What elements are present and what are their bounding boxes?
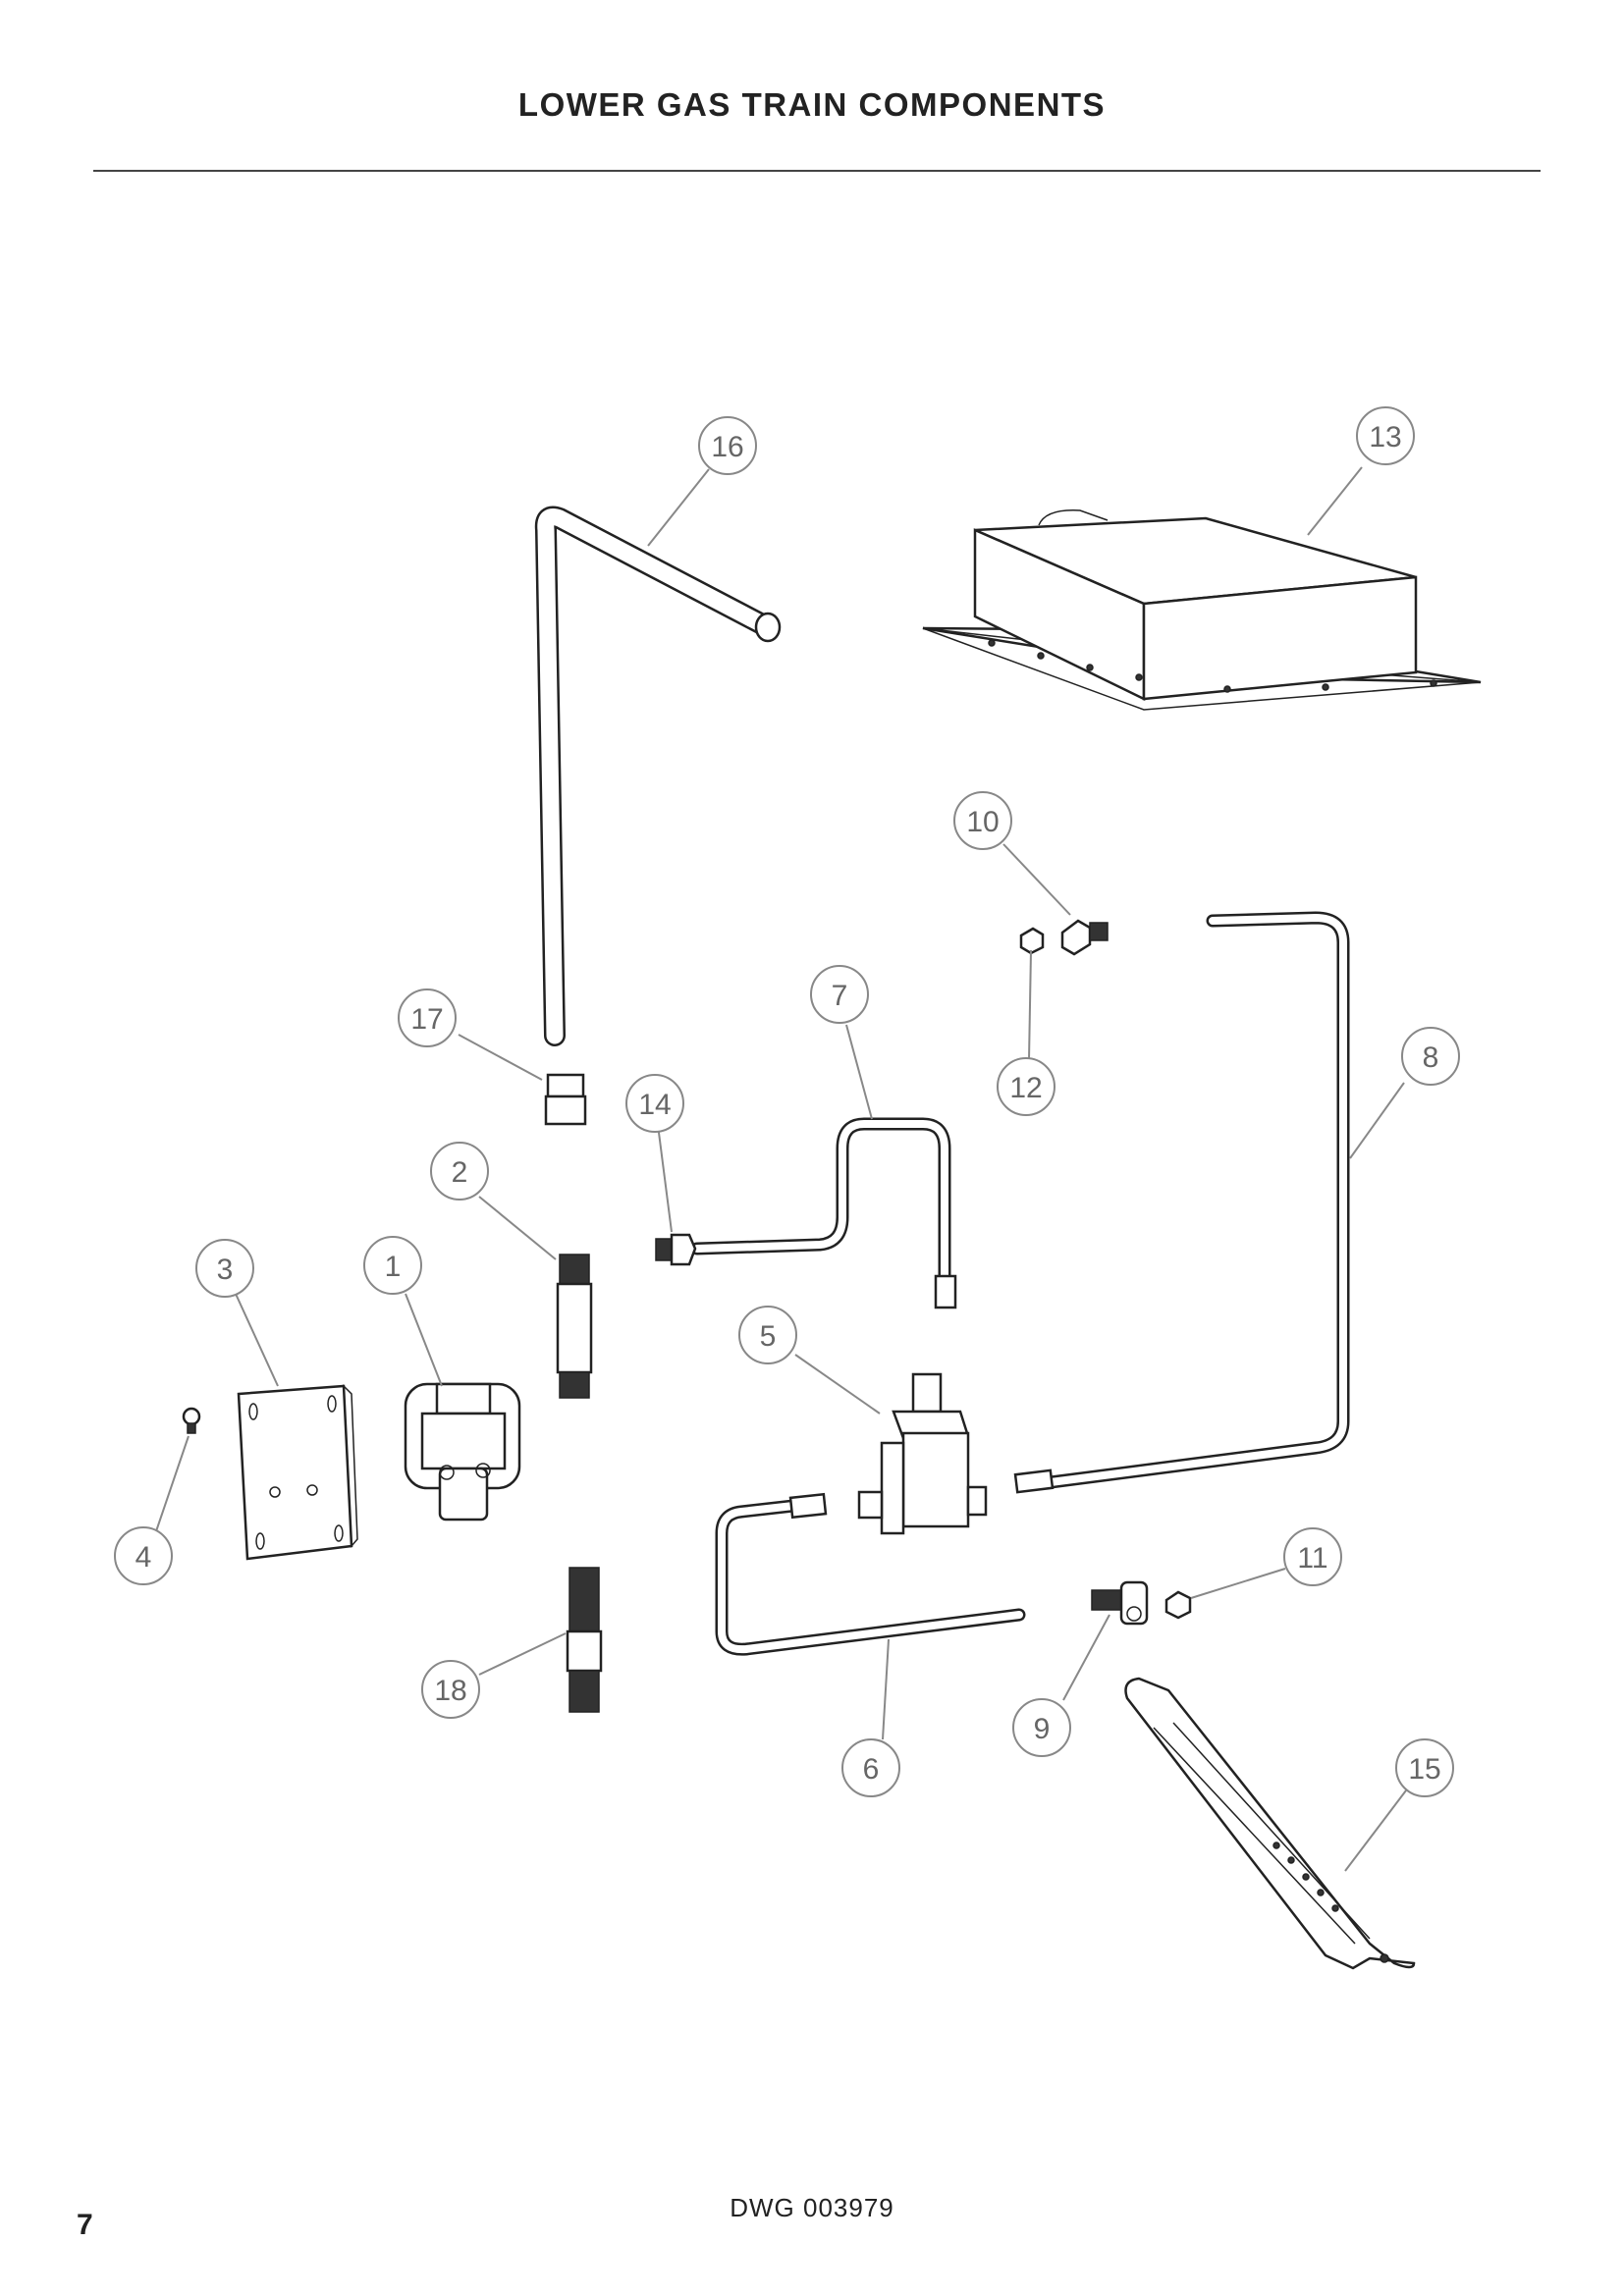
callout-15: 15 [1395,1738,1454,1797]
svg-text:4: 4 [135,1541,152,1574]
svg-text:16: 16 [711,431,743,463]
part-1-valve [404,1382,521,1522]
svg-text:17: 17 [410,1003,443,1036]
callout-9: 9 [1012,1698,1071,1757]
part-10-fitting [1060,919,1109,956]
svg-text:3: 3 [217,1254,234,1286]
callout-10: 10 [953,791,1012,850]
part-16-pipe [534,506,782,1046]
part-13-housing [922,509,1482,711]
part-12-fitting [1019,927,1045,955]
callout-2: 2 [430,1142,489,1201]
callout-7: 7 [810,965,869,1024]
callout-6: 6 [841,1738,900,1797]
part-15-burner [1124,1677,1416,1970]
page-number: 7 [77,2209,93,2241]
svg-text:2: 2 [452,1156,468,1189]
leader-lines [154,466,1407,1872]
svg-text:12: 12 [1009,1072,1042,1104]
callout-12: 12 [997,1057,1056,1116]
callout-4: 4 [114,1526,173,1585]
svg-text:10: 10 [966,806,999,838]
part-9-fitting [1091,1580,1149,1626]
svg-text:5: 5 [760,1320,777,1353]
callout-8: 8 [1401,1027,1460,1086]
svg-text:6: 6 [863,1753,880,1786]
callout-16: 16 [698,416,757,475]
callout-3: 3 [195,1239,254,1298]
callout-1: 1 [363,1236,422,1295]
part-14-fitting [655,1233,697,1266]
drawing-number: DWG 003979 [730,2193,894,2222]
part-5-gas-valve [857,1372,988,1535]
svg-text:11: 11 [1297,1542,1327,1575]
part-11-fitting [1164,1590,1192,1620]
callout-14: 14 [625,1074,684,1133]
svg-text:9: 9 [1034,1713,1051,1745]
callout-5: 5 [738,1306,797,1364]
part-4-screw [182,1407,201,1434]
part-3-bracket [237,1384,358,1561]
part-2-nipple [556,1254,593,1399]
callout-17: 17 [398,988,457,1047]
part-17-union [544,1073,587,1126]
svg-text:13: 13 [1369,421,1401,454]
title-divider [93,170,1541,172]
page-title: LOWER GAS TRAIN COMPONENTS [517,86,1107,123]
callout-13: 13 [1356,406,1415,465]
part-7-tube [690,1117,957,1309]
svg-text:15: 15 [1408,1753,1440,1786]
callout-18: 18 [421,1660,480,1719]
svg-text:1: 1 [385,1251,402,1283]
svg-text:7: 7 [832,980,848,1012]
part-18-nipple [566,1567,603,1713]
callout-11: 11 [1283,1527,1342,1586]
svg-text:8: 8 [1423,1041,1439,1074]
svg-text:14: 14 [638,1089,671,1121]
svg-text:18: 18 [434,1675,466,1707]
part-8-tube [1013,911,1350,1494]
part-6-tube [715,1492,1026,1656]
